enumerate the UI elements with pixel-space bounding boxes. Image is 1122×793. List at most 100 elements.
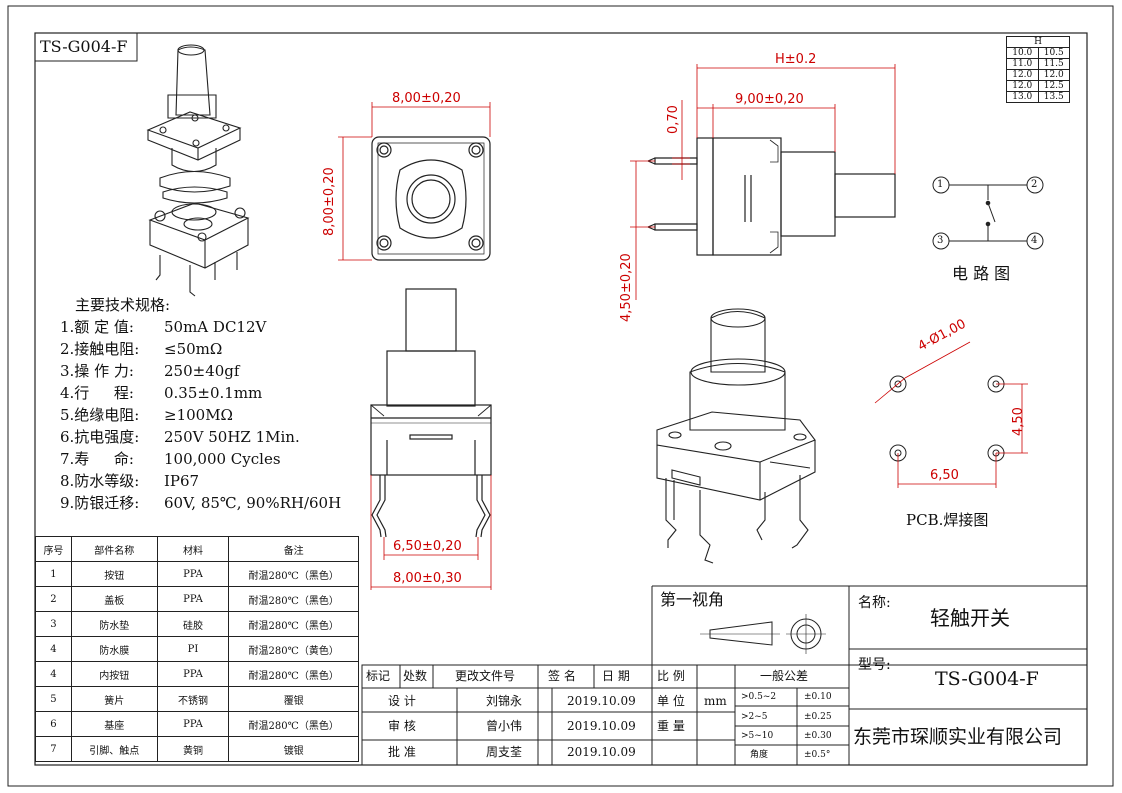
dim-pin-thickness: 0,70 (666, 105, 681, 134)
dim-front-width: 8,00±0,30 (393, 571, 462, 586)
view-label: 第一视角 (660, 590, 725, 609)
bom-cell: 基座 (70, 711, 158, 737)
bom-cell: PPA (156, 586, 230, 612)
rev-person: 刘锦永 (486, 694, 523, 708)
exploded-view (146, 44, 250, 297)
bom-cell: 覆银 (228, 686, 359, 712)
spec-label: 1.额 定 值: (60, 318, 134, 336)
bom-cell: 7 (35, 736, 72, 762)
tolerance-range: >2~5 (741, 712, 768, 722)
rev-header: 处数 (403, 669, 428, 683)
side-view-dims (630, 64, 896, 300)
h-cell: 12.5 (1037, 80, 1070, 92)
spec-value: 0.35±0.1mm (164, 384, 263, 402)
dim-side-body: 9,00±0,20 (735, 92, 804, 107)
company-name: 东莞市琛顺实业有限公司 (853, 726, 1063, 748)
bom-header: 材料 (156, 536, 230, 562)
bom-header: 备注 (228, 536, 359, 562)
rev-person: 曾小伟 (486, 719, 523, 733)
bom-cell: 4 (35, 661, 72, 687)
dim-front-pin-spacing: 6,50±0,20 (393, 539, 462, 554)
top-view (371, 136, 491, 261)
scale-label: 比 例 (657, 669, 685, 683)
spec-value: IP67 (164, 472, 200, 490)
dim-pin-spacing: 4,50±0,20 (619, 253, 634, 322)
h-cell: 10.5 (1037, 47, 1070, 59)
bom-cell: PPA (156, 561, 230, 587)
bom-cell: 6 (35, 711, 72, 737)
front-view-dims (370, 475, 492, 590)
rev-header: 签 名 (548, 669, 576, 683)
specs-heading: 主要技术规格: (75, 296, 171, 314)
circuit-diagram (932, 176, 1044, 250)
tolerance-value: ±0.10 (804, 692, 832, 702)
bom-cell: 防水垫 (70, 611, 158, 637)
rev-header: 日 期 (602, 669, 630, 683)
circuit-pin-label: 1 (937, 179, 944, 190)
rev-role: 审 核 (388, 719, 416, 733)
bom-cell: 2 (35, 586, 72, 612)
bom-cell: 不锈钢 (156, 686, 230, 712)
spec-value: 250V 50HZ 1Min. (164, 428, 300, 446)
circuit-pin-label: 3 (937, 235, 944, 246)
rev-role: 批 准 (388, 745, 416, 759)
drawing-code: TS-G004-F (40, 37, 128, 56)
weight-label: 重 量 (657, 719, 685, 733)
title-block-grid (361, 585, 1088, 766)
bom-cell: PPA (156, 711, 230, 737)
bom-cell: 3 (35, 611, 72, 637)
unit-label: 单 位 (657, 694, 685, 708)
spec-value: ≤50mΩ (164, 340, 223, 358)
spec-label: 7.寿 命: (60, 450, 134, 468)
isometric-view (656, 308, 816, 564)
spec-value: ≥100MΩ (164, 406, 233, 424)
dim-top-height: 8,00±0,20 (322, 167, 337, 236)
bom-header: 序号 (35, 536, 72, 562)
circuit-pin-label: 2 (1031, 179, 1038, 190)
rev-header: 更改文件号 (455, 669, 516, 683)
spec-label: 2.接触电阻: (60, 340, 140, 358)
bom-cell: 簧片 (70, 686, 158, 712)
circuit-pin-label: 4 (1031, 235, 1038, 246)
model-number: TS-G004-F (935, 668, 1039, 690)
bom-cell: 耐温280℃（黑色） (228, 586, 359, 612)
spec-label: 9.防银迁移: (60, 494, 140, 512)
tolerance-value: ±0.30 (804, 731, 832, 741)
part-name: 轻触开关 (930, 606, 1010, 630)
bom-cell: 耐温280℃（黄色） (228, 636, 359, 662)
spec-value: 60V, 85℃, 90%RH/60H (164, 494, 342, 512)
bom-cell: 硅胶 (156, 611, 230, 637)
bom-cell: 黄铜 (156, 736, 230, 762)
name-label: 名称: (858, 595, 891, 611)
bom-cell: 4 (35, 636, 72, 662)
dim-pcb-vertical: 4,50 (1011, 407, 1026, 436)
bom-cell: 5 (35, 686, 72, 712)
dim-pcb-horizontal: 6,50 (930, 468, 959, 483)
tolerance-range: >0.5~2 (741, 692, 777, 702)
h-cell: 13.0 (1006, 91, 1039, 103)
bom-cell: PPA (156, 661, 230, 687)
h-cell: 11.5 (1037, 58, 1070, 70)
bom-cell: 镀银 (228, 736, 359, 762)
rev-date: 2019.10.09 (567, 694, 636, 708)
bom-cell: 耐温280℃（黑色） (228, 561, 359, 587)
bom-header: 部件名称 (70, 536, 158, 562)
tolerance-range: >5~10 (741, 731, 774, 741)
h-cell: 12.0 (1037, 69, 1070, 81)
spec-label: 8.防水等级: (60, 472, 140, 490)
rev-header: 标记 (366, 669, 391, 683)
tolerance-value: ±0.5° (804, 750, 831, 760)
tolerance-range: 角度 (750, 750, 769, 760)
spec-label: 3.操 作 力: (60, 362, 134, 380)
h-cell: 10.0 (1006, 47, 1039, 59)
